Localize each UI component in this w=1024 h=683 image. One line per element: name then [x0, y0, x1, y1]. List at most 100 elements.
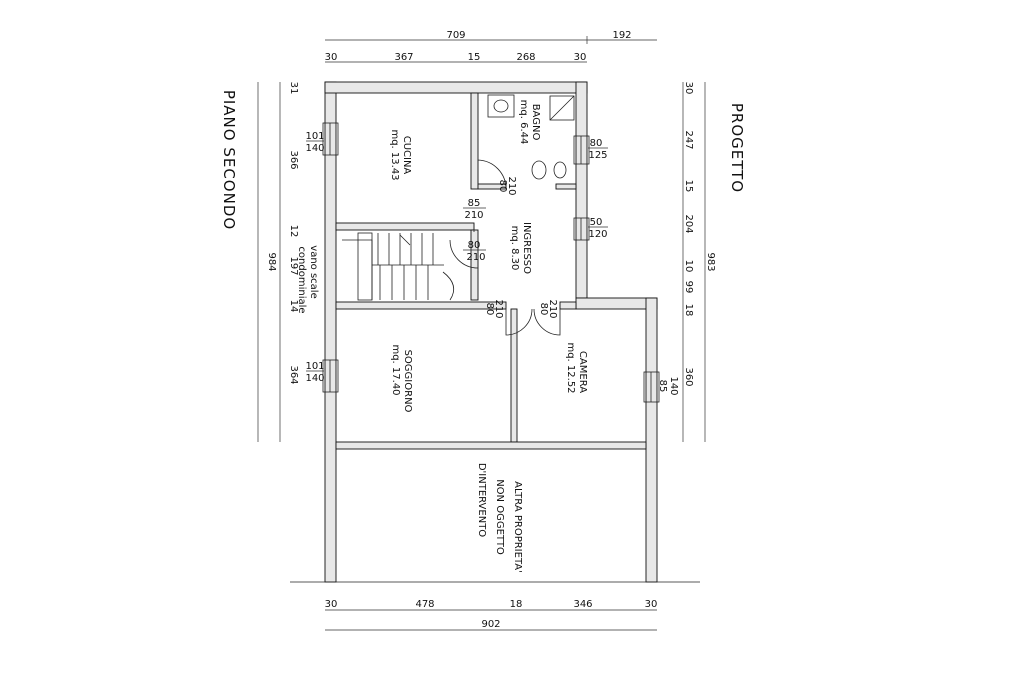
dim-top-total: 709	[446, 30, 465, 41]
room-bagno-area: mq. 6.44	[518, 100, 529, 145]
windows	[322, 122, 660, 403]
stairs-label-1: vano scale	[308, 245, 319, 298]
window-bagno	[573, 135, 590, 165]
room-soggiorno-area: mq. 17.40	[390, 344, 401, 395]
door-sogg-h: 210	[493, 299, 504, 318]
room-labels: CUCINA mq. 13.43 BAGNO mq. 6.44 INGRESSO…	[296, 100, 588, 573]
wall-soggiorno-camera	[510, 308, 518, 443]
wall-left	[324, 81, 337, 583]
dim-bottom-3: 18	[510, 599, 523, 610]
dim-bottom-5: 30	[645, 599, 658, 610]
wall-bath-bottom-right	[555, 183, 577, 190]
dim-left-6: 364	[288, 365, 299, 384]
shower-icon	[549, 95, 575, 121]
dim-bottom-2: 478	[415, 599, 434, 610]
window-ingresso	[573, 217, 590, 241]
wall-right-upper	[575, 81, 588, 299]
wall-top	[324, 81, 588, 94]
dim-top-1: 30	[325, 52, 338, 63]
dim-top-3: 15	[468, 52, 481, 63]
win-soggiorno-h: 140	[305, 373, 324, 384]
room-camera-area: mq. 12.52	[565, 342, 576, 393]
dim-right-1: 30	[683, 82, 694, 95]
dim-right-4: 204	[683, 214, 694, 233]
room-ingresso-name: INGRESSO	[521, 222, 532, 274]
bath-fixtures	[487, 94, 575, 180]
stairs-label-2: condominiale	[296, 246, 307, 313]
dim-bottom-1: 30	[325, 599, 338, 610]
dim-left-4: 197	[288, 256, 299, 275]
win-cucina-w: 101	[305, 131, 324, 142]
shower-diag-icon	[549, 95, 575, 121]
title-progetto: PROGETTO	[728, 103, 746, 193]
room-cucina-area: mq. 13.43	[389, 129, 400, 180]
door-camera-w: 80	[538, 303, 549, 316]
dim-bottom-4: 346	[573, 599, 592, 610]
door-bagno-h: 210	[506, 176, 517, 195]
other-property-3: D'INTERVENTO	[476, 463, 487, 537]
door-cucina-h: 210	[464, 210, 483, 221]
window-cucina	[322, 122, 339, 156]
wall-kitchen-bottom	[335, 222, 475, 231]
win-bagno-w: 80	[590, 138, 603, 149]
dim-top-2: 367	[394, 52, 413, 63]
door-scale-h: 210	[466, 252, 485, 263]
window-camera	[643, 371, 660, 403]
wall-right-lower	[645, 297, 658, 583]
toilet-icon	[531, 160, 547, 180]
win-ingresso-w: 50	[590, 217, 603, 228]
other-property-2: NON OGGETTO	[494, 479, 505, 555]
dim-right-5: 10	[683, 260, 694, 273]
opening-labels: 101 140 101 140 80 125 50 120 85 140 80 …	[305, 131, 679, 396]
dim-left-2: 366	[288, 150, 299, 169]
win-soggiorno-w: 101	[305, 361, 324, 372]
sink-basin-icon	[493, 99, 509, 113]
room-bagno-name: BAGNO	[530, 104, 541, 141]
door-camera-swing	[533, 308, 561, 336]
doors	[449, 159, 561, 336]
stair-arrow	[399, 234, 411, 246]
door-camera-h: 210	[547, 299, 558, 318]
dim-right-2: 247	[683, 130, 694, 149]
door-cucina-w: 85	[468, 198, 481, 209]
door-scale-w: 80	[468, 240, 481, 251]
sink-icon	[487, 94, 515, 118]
dim-right-6: 99	[683, 281, 694, 294]
wall-soggiorno-top	[335, 301, 507, 310]
door-sogg-w: 80	[484, 303, 495, 316]
win-camera-w: 85	[657, 380, 668, 393]
wall-step	[575, 297, 658, 310]
title-piano-secondo: PIANO SECONDO	[220, 90, 238, 230]
dim-right-8: 360	[683, 367, 694, 386]
dim-top-extra: 192	[612, 30, 631, 41]
wall-kitchen-bath	[470, 92, 479, 190]
room-soggiorno-name: SOGGIORNO	[402, 350, 413, 413]
door-bagno-w: 80	[497, 180, 508, 193]
room-cucina-name: CUCINA	[401, 136, 412, 175]
door-sogg-swing	[505, 308, 533, 336]
dim-left-1: 31	[288, 82, 299, 95]
dim-left-total: 984	[266, 252, 277, 271]
wall-bottom-apartment	[335, 441, 647, 450]
wall-camera-top	[559, 301, 577, 310]
dim-top-5: 30	[574, 52, 587, 63]
room-camera-name: CAMERA	[577, 351, 588, 393]
dim-left-3: 12	[288, 225, 299, 238]
titles: PIANO SECONDO PROGETTO	[220, 90, 746, 230]
window-soggiorno	[322, 359, 339, 393]
bidet-icon	[553, 161, 567, 179]
win-ingresso-h: 120	[588, 229, 607, 240]
dim-right-total: 983	[705, 252, 716, 271]
win-cucina-h: 140	[305, 143, 324, 154]
stair-curve	[442, 271, 455, 301]
dim-bottom-total: 902	[481, 619, 500, 630]
dim-top-4: 268	[516, 52, 535, 63]
dim-right-3: 15	[683, 180, 694, 193]
door-scale-swing	[449, 239, 479, 269]
dim-left-5: 14	[288, 300, 299, 313]
stair-core	[357, 232, 373, 301]
win-bagno-h: 125	[588, 150, 607, 161]
stairs	[342, 232, 455, 301]
win-camera-h: 140	[668, 376, 679, 395]
